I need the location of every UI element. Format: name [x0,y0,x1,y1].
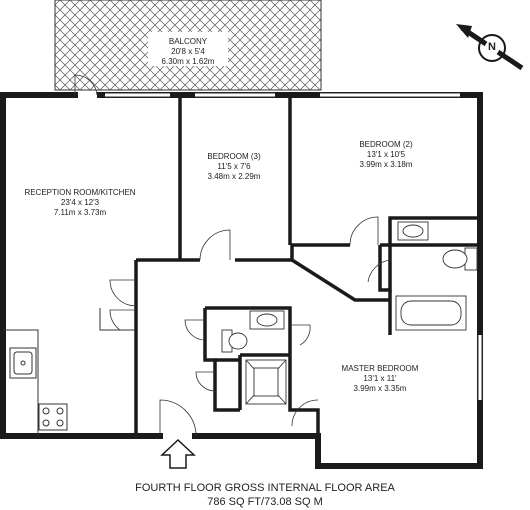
master-imperial: 13'1 x 11' [363,374,397,383]
reception-label: RECEPTION ROOM/KITCHEN 23'4 x 12'3 7.11m… [24,188,135,218]
kitchen-counter [3,308,135,436]
bedroom3-metric: 3.48m x 2.29m [207,172,261,181]
bedroom3-name: BEDROOM (3) [207,152,261,161]
window-glazing [105,92,483,400]
bedroom2-label: BEDROOM (2) 13'1 x 10'5 3.99m x 3.18m [359,140,412,170]
reception-imperial: 23'4 x 12'3 [60,198,100,207]
balcony-metric: 6.30m x 1.62m [161,57,215,66]
balcony-label: BALCONY 20'8 x 5'4 6.30m x 1.62m [162,37,215,67]
balcony-imperial: 20'8 x 5'4 [171,47,205,56]
balcony-door [74,74,98,96]
bathroom-fixtures [221,221,478,405]
bedroom2-imperial: 13'1 x 10'5 [366,150,406,159]
master-name: MASTER BEDROOM [341,364,419,373]
master-metric: 3.99m x 3.35m [353,384,407,393]
floor-area-title: FOURTH FLOOR GROSS INTERNAL FLOOR AREA [135,482,395,494]
bedroom2-name: BEDROOM (2) [359,140,413,149]
floor-area-value: 786 SQ FT/73.08 SQ M [207,496,323,508]
entrance-arrow-icon [160,438,196,469]
bedroom2-metric: 3.99m x 3.18m [359,160,413,169]
balcony-label-bg [148,32,228,66]
compass-icon [456,24,524,71]
reception-name: RECEPTION ROOM/KITCHEN [24,188,136,197]
master-bedroom-label: MASTER BEDROOM 13'1 x 11' 3.99m x 3.35m [342,364,419,394]
bedroom3-label: BEDROOM (3) 11'5 x 7'6 3.48m x 2.29m [207,152,260,182]
reception-metric: 7.11m x 3.73m [53,208,107,217]
interior-walls [134,95,480,436]
compass-letter: N [488,41,496,53]
door-swings [109,216,391,437]
balcony-name: BALCONY [168,37,208,46]
bedroom3-imperial: 11'5 x 7'6 [217,162,251,171]
windows [105,93,482,400]
